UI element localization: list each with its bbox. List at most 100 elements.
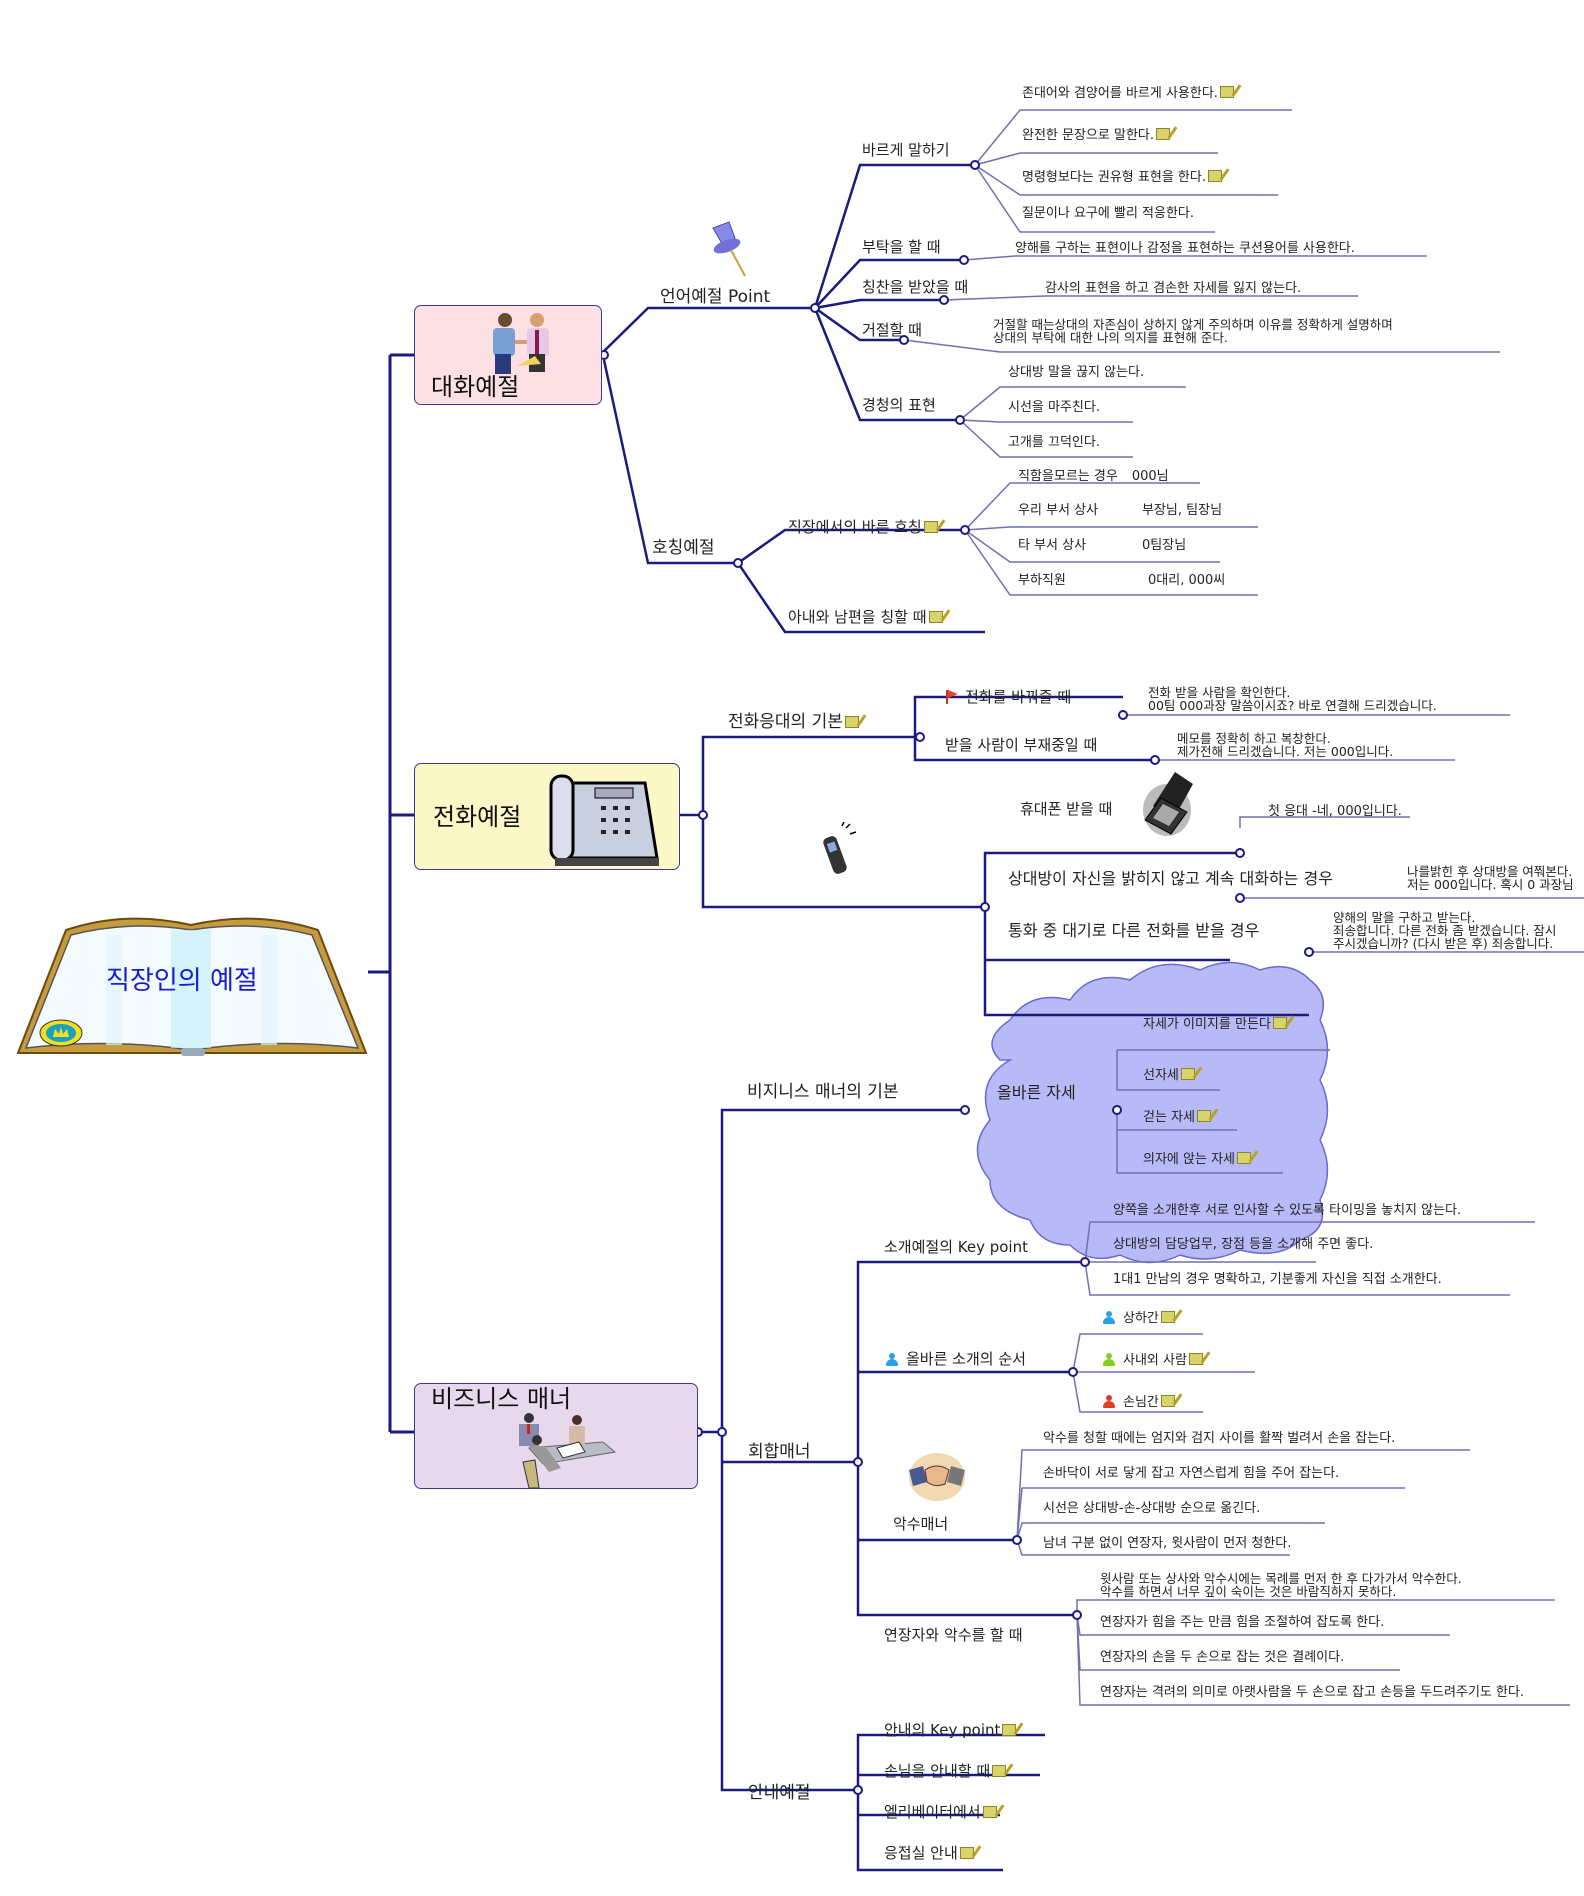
- note-icon[interactable]: [982, 1806, 997, 1818]
- branch-listening[interactable]: 경청의 표현: [862, 396, 936, 414]
- branch-label: 올바른 소개의 순서: [906, 1350, 1026, 1368]
- title-who: 우리 부서 상사: [1018, 503, 1099, 518]
- leaf-item[interactable]: 질문이나 요구에 빨리 적응한다.: [1022, 206, 1195, 221]
- leaf-item[interactable]: 연장자는 격려의 의미로 아랫사람을 두 손으로 잡고 손등을 두드려주기도 한…: [1100, 1685, 1525, 1700]
- branch-guide[interactable]: 안내예절: [748, 1783, 811, 1803]
- leaf-item[interactable]: 상대방 말을 끊지 않는다.: [1008, 365, 1145, 380]
- note-icon[interactable]: [959, 1847, 974, 1859]
- leaf-item[interactable]: 엘리베이터에서: [884, 1803, 997, 1821]
- leaf-item[interactable]: 자세가 이미지를 만든다: [1143, 1017, 1287, 1032]
- branch-call-waiting[interactable]: 통화 중 대기로 다른 전화를 받을 경우: [1008, 921, 1260, 940]
- note-icon[interactable]: [1272, 1017, 1287, 1029]
- note-icon[interactable]: [1002, 1724, 1017, 1736]
- leaf-anonymous[interactable]: 나를밝힌 후 상대방을 여쭤본다. 저는 000입니다. 혹시 0 과장님: [1407, 864, 1574, 892]
- branch-language[interactable]: 언어예절 Point: [660, 287, 771, 307]
- topic-conversation[interactable]: 대화예절: [414, 305, 602, 405]
- leaf-item[interactable]: 걷는 자세: [1143, 1110, 1211, 1125]
- leaf-item[interactable]: 손바닥이 서로 닿게 잡고 자연스럽게 힘을 주어 잡는다.: [1043, 1466, 1340, 1481]
- leaf-item[interactable]: 양쪽을 소개한후 서로 인사할 수 있도록 타이밍을 놓치지 않는다.: [1113, 1203, 1462, 1218]
- note-icon[interactable]: [844, 716, 859, 728]
- leaf-item[interactable]: 손님을 안내할 때: [884, 1762, 1007, 1780]
- branch-meeting[interactable]: 회합매너: [748, 1442, 811, 1462]
- note-icon[interactable]: [1188, 1353, 1203, 1365]
- branch-request[interactable]: 부탁을 할 때: [862, 238, 941, 256]
- branch-praise[interactable]: 칭찬을 받았을 때: [862, 278, 969, 296]
- leaf-item[interactable]: 손님간: [1103, 1395, 1175, 1410]
- note-icon[interactable]: [1196, 1110, 1211, 1122]
- leaf-item[interactable]: 1대1 만남의 경우 명확하고, 기분좋게 자신을 직접 소개한다.: [1113, 1272, 1442, 1287]
- meeting-people-icon: [519, 1413, 617, 1489]
- branch-workplace-titles[interactable]: 직장에서의 바른 호칭: [788, 518, 938, 536]
- leaf-text: 엘리베이터에서: [884, 1803, 981, 1821]
- branch-posture[interactable]: 올바른 자세: [997, 1083, 1076, 1102]
- branch-mobile[interactable]: 휴대폰 받을 때: [1020, 800, 1113, 818]
- note-icon[interactable]: [1219, 86, 1234, 98]
- leaf-item[interactable]: 고개를 끄덕인다.: [1008, 435, 1100, 450]
- leaf-absent[interactable]: 메모를 정확히 하고 복창한다. 제가전해 드리겠습니다. 저는 000입니다.: [1177, 731, 1394, 759]
- pda-icon: [1143, 772, 1193, 836]
- leaf-item[interactable]: 상대방의 담당업무, 장점 등을 소개해 주면 좋다.: [1113, 1237, 1374, 1252]
- leaf-item[interactable]: 연장자의 손을 두 손으로 잡는 것은 결례이다.: [1100, 1650, 1345, 1665]
- topic-business[interactable]: 비즈니스 매너: [414, 1383, 698, 1489]
- leaf-praise[interactable]: 감사의 표현을 하고 겸손한 자세를 잃지 않는다.: [1045, 281, 1302, 296]
- leaf-item[interactable]: 시선은 상대방-손-상대방 순으로 옮긴다.: [1043, 1501, 1261, 1516]
- leaf-transfer[interactable]: 전화 받을 사람을 확인한다. 00팀 000과장 말씀이시죠? 바로 연결해 …: [1148, 685, 1437, 713]
- leaf-refuse[interactable]: 거절할 때는상대의 자존심이 상하지 않게 주의하며 이유를 정확하게 설명하며…: [993, 317, 1393, 345]
- leaf-item[interactable]: 명령형보다는 권유형 표현을 한다.: [1022, 170, 1222, 185]
- person-icon: [1103, 1395, 1115, 1408]
- note-icon[interactable]: [1180, 1068, 1195, 1080]
- leaf-item[interactable]: 연장자가 힘을 주는 만큼 힘을 조절하여 잡도록 한다.: [1100, 1615, 1385, 1630]
- branch-intro-key[interactable]: 소개예절의 Key point: [884, 1238, 1028, 1256]
- leaf-request[interactable]: 양해를 구하는 표현이나 감정을 표현하는 쿠션용어를 사용한다.: [1015, 241, 1355, 256]
- leaf-mobile[interactable]: 첫 응대 -네, 000입니다.: [1268, 804, 1402, 819]
- leaf-item[interactable]: 안내의 Key point: [884, 1723, 1017, 1738]
- open-book-icon: [16, 917, 368, 1056]
- leaf-text: 손님을 안내할 때: [884, 1762, 991, 1780]
- leaf-item[interactable]: 시선을 마주친다.: [1008, 400, 1100, 415]
- branch-anonymous[interactable]: 상대방이 자신을 밝히지 않고 계속 대화하는 경우: [1008, 869, 1333, 888]
- leaf-item[interactable]: 악수를 청할 때에는 엄지와 검지 사이를 활짝 벌려서 손을 잡는다.: [1043, 1431, 1396, 1446]
- leaf-item[interactable]: 응접실 안내: [884, 1846, 974, 1861]
- telephone-icon: [549, 774, 659, 866]
- note-icon[interactable]: [928, 611, 943, 623]
- central-topic[interactable]: 직장인의 예절: [16, 890, 368, 1060]
- note-icon[interactable]: [1237, 1152, 1251, 1164]
- branch-phone-basics[interactable]: 전화응대의 기본: [728, 712, 859, 732]
- leaf-item[interactable]: 남녀 구분 없이 연장자, 윗사람이 먼저 청한다.: [1043, 1536, 1292, 1551]
- leaf-item[interactable]: 존대어와 겸양어를 바르게 사용한다.: [1022, 86, 1234, 101]
- branch-intro-order[interactable]: 올바른 소개의 순서: [886, 1350, 1026, 1368]
- branch-refuse[interactable]: 거절할 때: [862, 321, 922, 339]
- leaf-item[interactable]: 사내외 사람: [1103, 1353, 1203, 1368]
- title-call: 부장님, 팀장님: [1142, 503, 1223, 518]
- leaf-call-waiting[interactable]: 양해의 말을 구하고 받는다. 죄송합니다. 다른 전화 좀 받겠습니다. 잠시…: [1333, 910, 1557, 951]
- branch-absent[interactable]: 받을 사람이 부재중일 때: [945, 736, 1098, 754]
- note-icon[interactable]: [1160, 1311, 1175, 1323]
- leaf-text: 자세가 이미지를 만든다: [1143, 1017, 1271, 1032]
- topic-phone[interactable]: 전화예절: [414, 763, 680, 870]
- note-icon[interactable]: [1156, 128, 1170, 140]
- leaf-item[interactable]: 완전한 문장으로 말한다.: [1022, 128, 1170, 143]
- branch-transfer[interactable]: 전화를 바꿔줄 때: [945, 690, 1071, 705]
- leaf-item[interactable]: 상하간: [1103, 1311, 1175, 1326]
- title-who: 직함을모르는 경우: [1018, 469, 1118, 484]
- branch-titles[interactable]: 호칭예절: [652, 538, 715, 558]
- branch-spouse[interactable]: 아내와 남편을 칭할 때: [788, 610, 943, 625]
- leaf-item[interactable]: 윗사람 또는 상사와 악수시에는 목례를 먼저 한 후 다가가서 악수한다. 악…: [1100, 1571, 1462, 1599]
- branch-business-basics[interactable]: 비지니스 매너의 기본: [747, 1082, 899, 1102]
- branch-handshake[interactable]: 악수매너: [893, 1515, 949, 1533]
- branch-label: 전화응대의 기본: [728, 712, 843, 732]
- leaf-item[interactable]: 선자세: [1143, 1068, 1195, 1083]
- branch-speak-correctly[interactable]: 바르게 말하기: [862, 141, 950, 159]
- junction-dots: [599, 160, 1314, 1795]
- note-icon[interactable]: [1160, 1395, 1175, 1407]
- leaf-item[interactable]: 의자에 앉는 자세: [1143, 1152, 1251, 1167]
- branch-label: 직장에서의 바른 호칭: [788, 518, 922, 536]
- note-icon[interactable]: [992, 1765, 1007, 1777]
- branch-elder[interactable]: 연장자와 악수를 할 때: [884, 1626, 1023, 1644]
- title-row[interactable]: 우리 부서 상사 부장님, 팀장님: [1018, 504, 1222, 518]
- note-icon[interactable]: [1207, 170, 1222, 182]
- note-icon[interactable]: [923, 521, 938, 533]
